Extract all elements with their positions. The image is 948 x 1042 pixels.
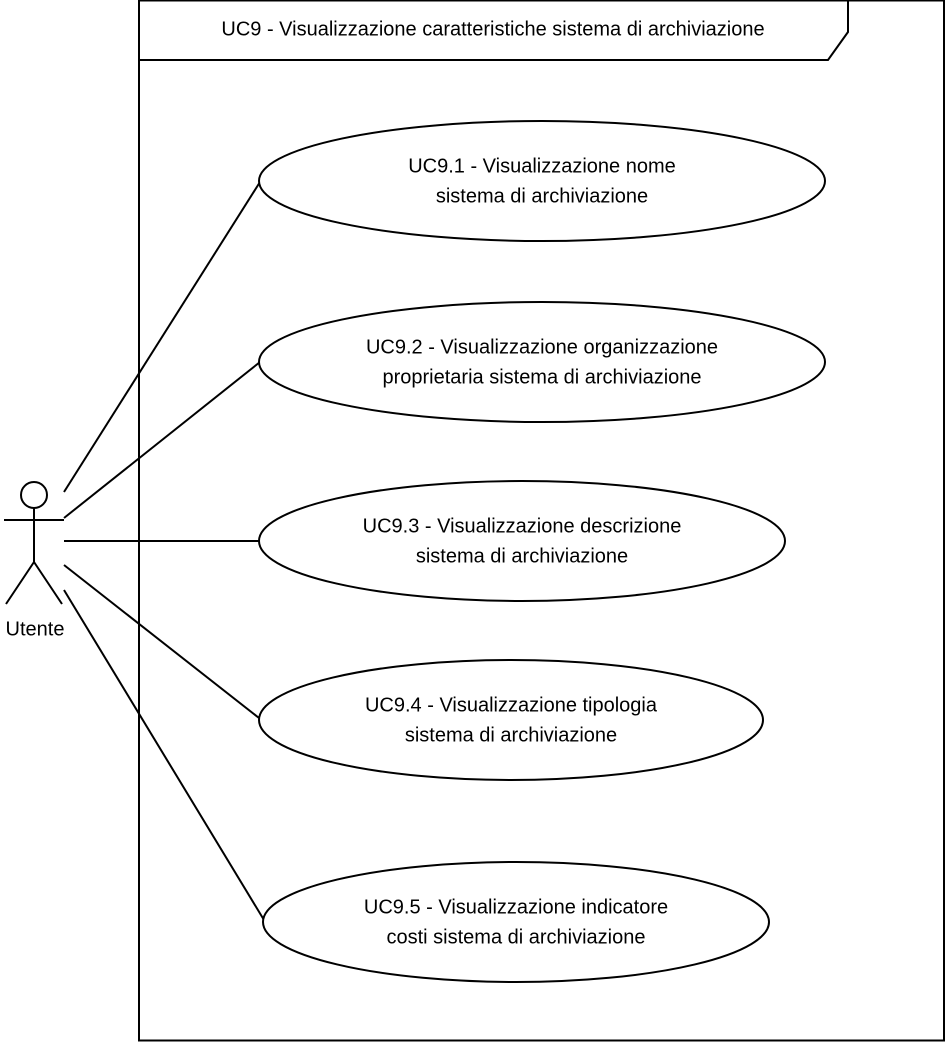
actor-label: Utente (6, 618, 65, 640)
use-case-label-line2: sistema di archiviazione (436, 185, 648, 207)
use-case-label-line2: proprietaria sistema di archiviazione (382, 366, 701, 388)
actor-right-leg (33, 561, 63, 605)
use-case-label-line2: sistema di archiviazione (416, 545, 628, 567)
use-case-label-line1: UC9.4 - Visualizzazione tipologia (365, 694, 658, 716)
use-case-ellipse (258, 659, 764, 781)
use-case-label-line1: UC9.1 - Visualizzazione nome (408, 155, 676, 177)
association-uc9-2 (63, 361, 261, 519)
use-case-uc9-1[interactable]: UC9.1 - Visualizzazione nome sistema di … (258, 120, 826, 242)
association-uc9-1 (63, 181, 261, 493)
use-case-label-line1: UC9.5 - Visualizzazione indicatore (364, 896, 668, 918)
actor-left-leg (5, 561, 35, 605)
associations (63, 181, 265, 921)
use-case-label-line2: costi sistema di archiviazione (387, 926, 646, 948)
frame-title: UC9 - Visualizzazione caratteristiche si… (221, 18, 764, 40)
use-case-ellipse (258, 301, 826, 423)
association-uc9-5 (63, 589, 265, 921)
use-case-ellipse (262, 861, 770, 983)
use-case-label-line1: UC9.2 - Visualizzazione organizzazione (366, 336, 718, 358)
use-case-label-line2: sistema di archiviazione (405, 724, 617, 746)
frame-title-tab (139, 0, 849, 61)
use-case-label-line1: UC9.3 - Visualizzazione descrizione (363, 515, 682, 537)
use-case-uc9-5[interactable]: UC9.5 - Visualizzazione indicatore costi… (262, 861, 770, 983)
use-case-ellipse (258, 480, 786, 602)
use-case-uc9-3[interactable]: UC9.3 - Visualizzazione descrizione sist… (258, 480, 786, 602)
use-case-ellipse (258, 120, 826, 242)
actor-head (20, 481, 48, 509)
actor-utente[interactable]: Utente (4, 481, 65, 640)
use-case-uc9-2[interactable]: UC9.2 - Visualizzazione organizzazione p… (258, 301, 826, 423)
association-uc9-4 (63, 564, 260, 719)
use-case-uc9-4[interactable]: UC9.4 - Visualizzazione tipologia sistem… (258, 659, 764, 781)
